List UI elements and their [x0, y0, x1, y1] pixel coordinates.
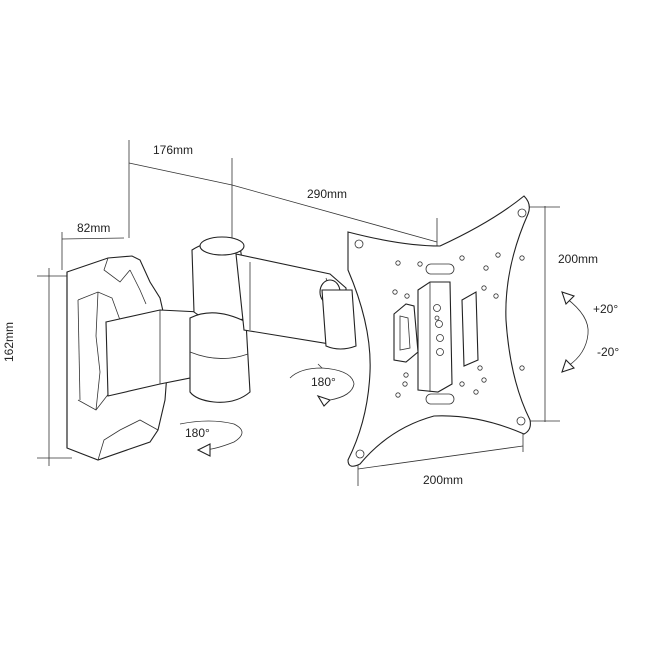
wall-swivel-arrowhead — [196, 443, 211, 457]
dimension-plate-depth: 82mm — [77, 221, 111, 235]
dimension-arm-offset: 176mm — [153, 143, 194, 157]
tilt-up-label: +20° — [593, 302, 619, 316]
head-swivel-label: 180° — [311, 375, 336, 389]
dimension-vesa-width: 200mm — [423, 473, 464, 487]
swing-arm — [105, 236, 357, 403]
dimension-vesa-height: 200mm — [558, 252, 599, 266]
mounting-holes — [392, 252, 525, 398]
dimension-plate-height: 162mm — [2, 321, 16, 362]
vesa-plate — [347, 195, 531, 467]
head-swivel-arrow — [289, 367, 355, 401]
wall-swivel-label: 180° — [185, 426, 210, 440]
dimension-arm-length: 290mm — [307, 187, 348, 201]
tilt-down-label: -20° — [597, 345, 620, 359]
tilt-arrow — [565, 297, 589, 367]
tilt-down-arrowhead — [561, 358, 576, 373]
wall-swivel-arrow — [179, 420, 243, 451]
dimension-lines — [37, 140, 560, 486]
tilt-up-arrowhead — [561, 291, 576, 306]
rotation-arrows — [179, 291, 589, 457]
head-swivel-arrowhead — [316, 395, 332, 407]
